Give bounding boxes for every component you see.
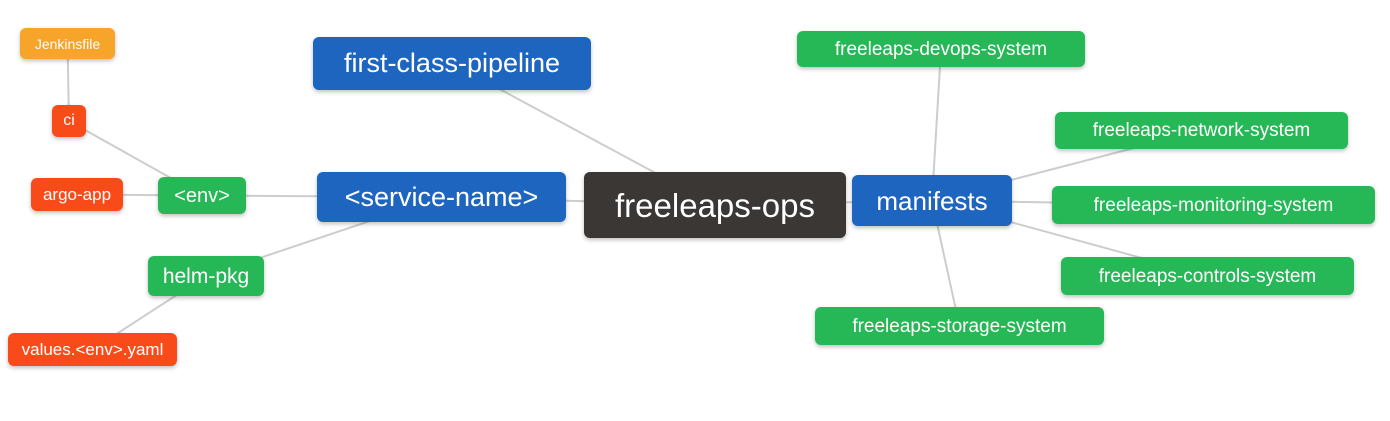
node-monitoring-system[interactable]: freeleaps-monitoring-system <box>1052 186 1375 224</box>
node-argo-app[interactable]: argo-app <box>31 178 123 211</box>
node-helm-pkg[interactable]: helm-pkg <box>148 256 264 296</box>
node-env[interactable]: <env> <box>158 177 246 214</box>
node-manifests[interactable]: manifests <box>852 175 1012 226</box>
node-network-system[interactable]: freeleaps-network-system <box>1055 112 1348 149</box>
node-first-class-pipeline[interactable]: first-class-pipeline <box>313 37 591 90</box>
node-jenkinsfile[interactable]: Jenkinsfile <box>20 28 115 59</box>
node-freeleaps-ops[interactable]: freeleaps-ops <box>584 172 846 238</box>
node-service-name[interactable]: <service-name> <box>317 172 566 222</box>
node-storage-system[interactable]: freeleaps-storage-system <box>815 307 1104 345</box>
node-ci[interactable]: ci <box>52 105 86 137</box>
node-controls-system[interactable]: freeleaps-controls-system <box>1061 257 1354 295</box>
node-devops-system[interactable]: freeleaps-devops-system <box>797 31 1085 67</box>
node-values-env-yaml[interactable]: values.<env>.yaml <box>8 333 177 366</box>
